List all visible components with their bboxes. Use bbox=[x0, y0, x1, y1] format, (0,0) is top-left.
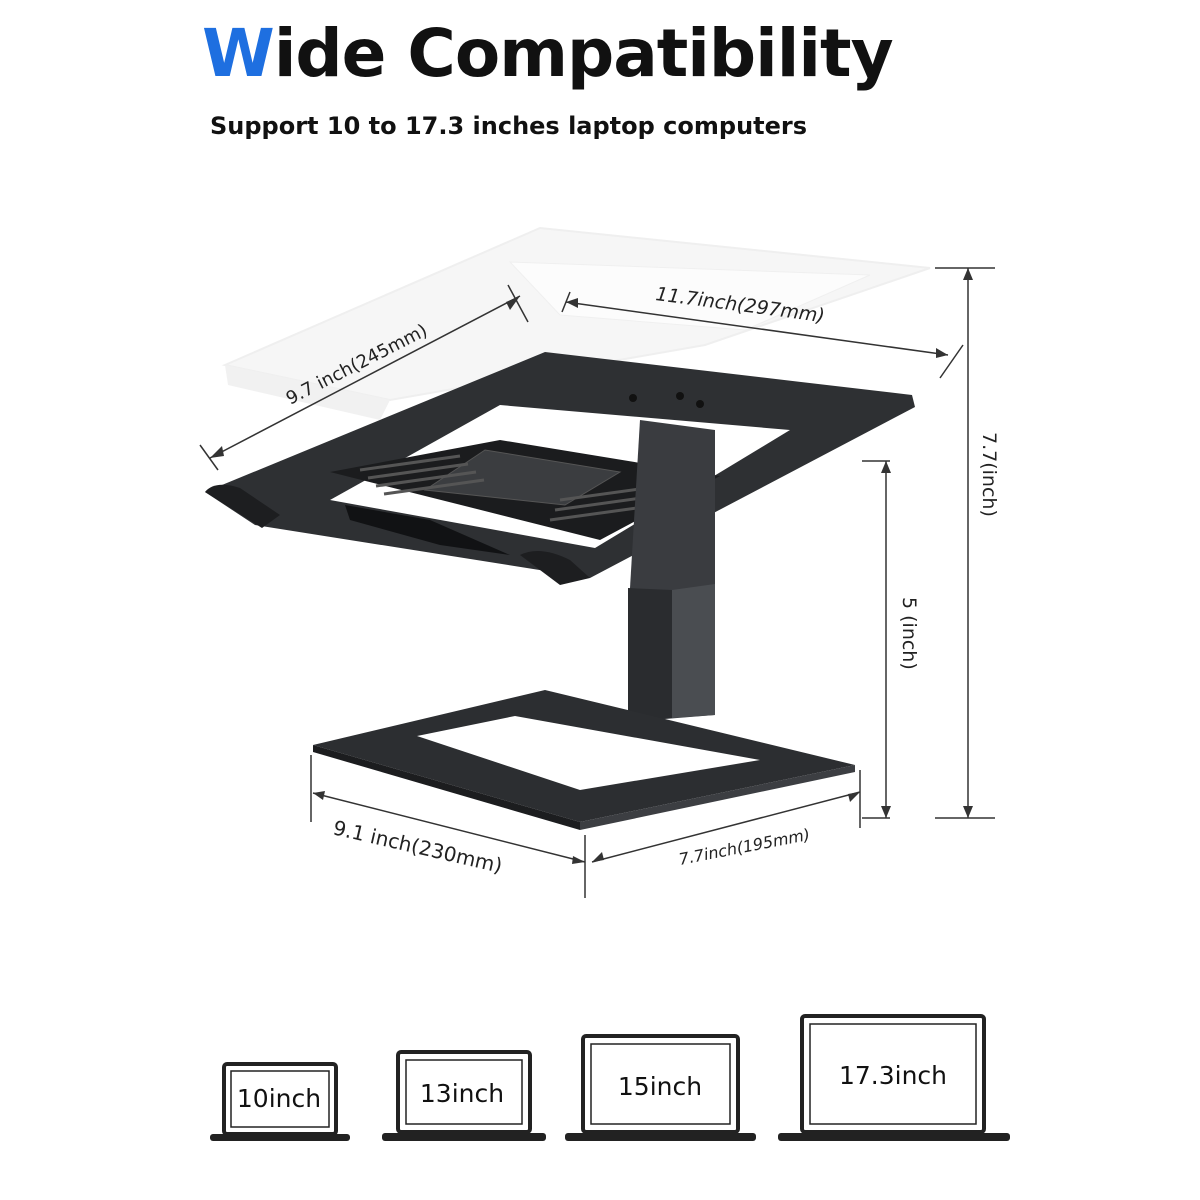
title-accent-letter: W bbox=[202, 15, 275, 92]
laptop-size-label: 15inch bbox=[618, 1072, 702, 1101]
laptop-stand bbox=[205, 352, 915, 830]
max-height-label: 7.7(inch) bbox=[978, 432, 1000, 517]
base-width-label: 9.1 inch(230mm) bbox=[331, 815, 505, 877]
min-height-label: 5 (inch) bbox=[898, 597, 920, 670]
laptop-icon-17-3inch: 17.3inch bbox=[778, 1014, 1010, 1141]
laptop-size-label: 17.3inch bbox=[839, 1061, 947, 1090]
laptop-icon-13inch: 13inch bbox=[382, 1050, 546, 1141]
laptop-icon-15inch: 15inch bbox=[565, 1034, 756, 1141]
base-depth-label: 7.7inch(195mm) bbox=[677, 825, 811, 869]
page-subtitle: Support 10 to 17.3 inches laptop compute… bbox=[210, 112, 808, 140]
laptop-size-label: 13inch bbox=[420, 1079, 504, 1108]
laptop-size-label: 10inch bbox=[237, 1084, 321, 1113]
dimension-lines bbox=[199, 267, 995, 898]
laptop-icon-10inch: 10inch bbox=[210, 1062, 350, 1141]
title-rest: ide Compatibility bbox=[273, 15, 894, 92]
page-title: Wide Compatibility bbox=[202, 15, 894, 92]
dimension-arrows bbox=[210, 268, 973, 864]
